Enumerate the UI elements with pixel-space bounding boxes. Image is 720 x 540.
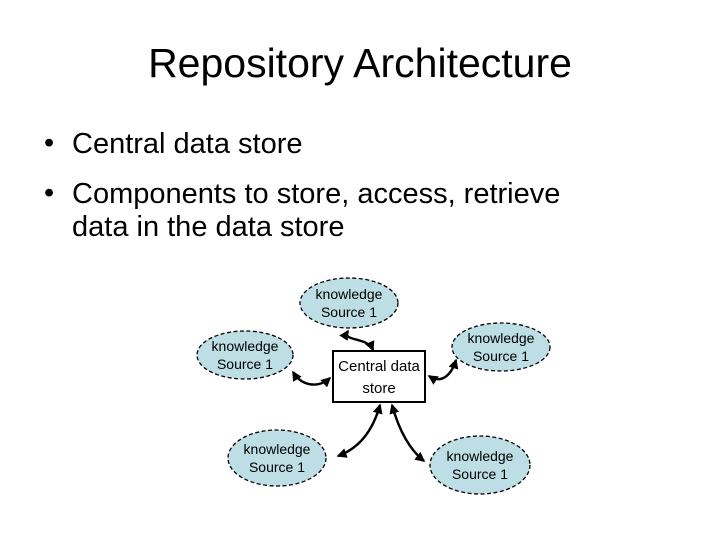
bullet-list: • Central data store • Components to sto… (40, 127, 660, 261)
node-label-line1: knowledge (447, 448, 514, 464)
knowledge-source-node-right: knowledge Source 1 (451, 322, 551, 372)
bullet-text-line: Central data store (72, 128, 303, 160)
bullet-dot: • (44, 127, 55, 159)
knowledge-source-ellipse (227, 429, 327, 487)
node-label-line2: Source 1 (249, 459, 305, 475)
node-label-line2: Source 1 (321, 304, 377, 320)
node-label-line1: knowledge (244, 441, 311, 457)
arrow-left-source-to-store (291, 370, 332, 388)
bullet-item: • Components to store, access, retrieve … (40, 177, 660, 244)
central-box-label-line2: store (362, 380, 395, 397)
knowledge-source-node-bottom-left: knowledge Source 1 (227, 429, 327, 487)
arrow-top-source-to-store (339, 329, 375, 352)
slide-title: Repository Architecture (148, 40, 572, 86)
knowledge-source-ellipse (299, 277, 399, 329)
knowledge-source-ellipse (196, 330, 294, 380)
node-label-line1: knowledge (316, 286, 383, 302)
knowledge-source-ellipse (429, 435, 531, 495)
knowledge-source-node-left: knowledge Source 1 (196, 330, 294, 380)
arrow-right-source-to-store (427, 358, 459, 385)
arrow-bottom-right-source-to-store (389, 403, 426, 462)
knowledge-source-node-bottom-right: knowledge Source 1 (429, 435, 531, 495)
bullet-text-line: Components to store, access, retrieve (72, 178, 561, 210)
central-data-store-box (332, 350, 426, 403)
arrow-bottom-left-source-to-store (336, 403, 383, 458)
bullet-text-line: data in the data store (72, 211, 345, 243)
bullet-dot: • (44, 177, 55, 209)
central-box-label-line1: Central data (338, 358, 420, 375)
bullet-item: • Central data store (40, 127, 660, 161)
knowledge-source-ellipse (451, 322, 551, 372)
node-label-line2: Source 1 (473, 348, 529, 364)
node-label-line1: knowledge (468, 330, 535, 346)
node-label-line2: Source 1 (217, 356, 273, 372)
node-label-line1: knowledge (212, 338, 279, 354)
knowledge-source-node-top: knowledge Source 1 (299, 277, 399, 329)
central-data-store-node: Central data store (332, 350, 426, 403)
node-label-line2: Source 1 (452, 466, 508, 482)
